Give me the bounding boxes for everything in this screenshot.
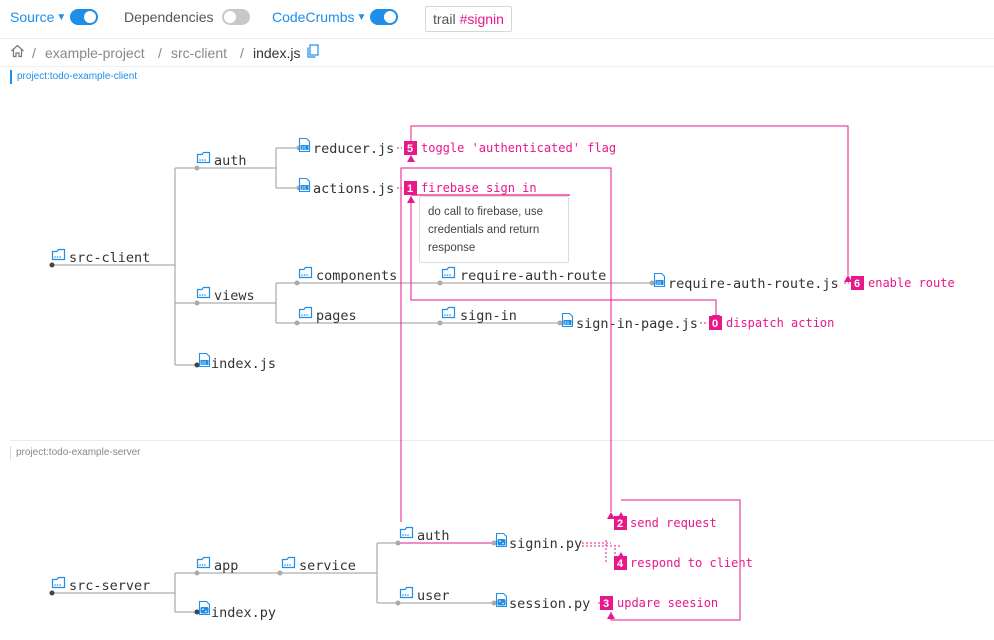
project-label-client: project:todo-example-client	[10, 70, 137, 84]
svg-text:send request: send request	[630, 516, 717, 530]
breadcrumb-folder[interactable]: src-client	[171, 45, 228, 61]
file-signin-py[interactable]: signin.py	[495, 532, 583, 553]
breadcrumb-project[interactable]: example-project	[45, 45, 145, 61]
codecrumb-flow-lines	[400, 125, 849, 621]
crumb-2[interactable]: 2 send request	[614, 516, 717, 530]
svg-text:components: components	[316, 268, 397, 284]
folder-require-auth-route[interactable]: require-auth-route	[441, 266, 607, 285]
folder-components[interactable]: components	[298, 266, 398, 285]
svg-text:service: service	[299, 558, 356, 574]
svg-text:src-client: src-client	[69, 250, 150, 266]
svg-text:index.py: index.py	[211, 605, 276, 621]
top-toolbar: Source ▼ Dependencies CodeCrumbs ▼ trail…	[0, 0, 994, 39]
folder-pages[interactable]: pages	[298, 306, 357, 325]
svg-text:3: 3	[603, 598, 609, 610]
copy-icon[interactable]	[307, 44, 319, 61]
breadcrumb-separator: /	[158, 45, 162, 61]
folder-src-client[interactable]: src-client	[51, 248, 151, 267]
note-line: do call to firebase, use	[428, 206, 544, 218]
folder-sign-in[interactable]: sign-in	[441, 306, 517, 325]
trail-tag[interactable]: #signin	[459, 11, 504, 27]
svg-text:require-auth-route: require-auth-route	[460, 268, 606, 284]
folder-views[interactable]: views	[196, 286, 255, 305]
codecrumbs-toggle[interactable]	[370, 9, 399, 25]
svg-text:updare seesion: updare seesion	[617, 596, 718, 610]
crumb-1[interactable]: 1 firebase sign in	[404, 181, 537, 195]
server-tree-lines	[52, 542, 494, 613]
dependencies-control[interactable]: Dependencies	[124, 9, 250, 25]
chevron-down-icon[interactable]: ▼	[56, 11, 67, 23]
svg-text:respond to client: respond to client	[630, 556, 753, 570]
file-require-auth-route-js[interactable]: require-auth-route.js	[653, 272, 839, 293]
svg-text:actions.js: actions.js	[313, 181, 394, 197]
svg-text:pages: pages	[316, 308, 357, 324]
svg-text:5: 5	[407, 143, 413, 155]
svg-text:app: app	[214, 558, 238, 574]
trail-selector[interactable]: trail#signin	[425, 6, 512, 32]
crumb-details-note: do call to firebase, use credentials and…	[419, 196, 569, 263]
folder-user[interactable]: user	[399, 586, 450, 605]
svg-text:2: 2	[617, 518, 623, 530]
svg-text:1: 1	[407, 183, 413, 195]
svg-text:user: user	[417, 588, 450, 604]
file-index-js[interactable]: index.js	[198, 352, 277, 373]
svg-text:index.js: index.js	[211, 356, 276, 372]
folder-service[interactable]: service	[281, 556, 356, 575]
crumb-3[interactable]: 3 updare seesion	[600, 596, 718, 610]
svg-text:toggle 'authenticated' flag: toggle 'authenticated' flag	[421, 141, 616, 155]
file-reducer-js[interactable]: reducer.js	[298, 137, 395, 158]
project-label-server: project:todo-example-server	[10, 446, 141, 460]
svg-text:auth: auth	[214, 153, 247, 169]
folder-app[interactable]: app	[196, 556, 239, 575]
project-divider	[10, 440, 994, 441]
file-session-py[interactable]: session.py	[495, 592, 591, 613]
svg-text:require-auth-route.js: require-auth-route.js	[668, 276, 839, 292]
crumb-6[interactable]: 6 enable route	[851, 276, 955, 290]
svg-text:dispatch action: dispatch action	[726, 316, 834, 330]
trail-label: trail	[433, 11, 456, 27]
breadcrumb-file[interactable]: index.js	[253, 45, 301, 61]
svg-text:firebase sign in: firebase sign in	[421, 181, 537, 195]
tree-node-dots	[49, 145, 655, 615]
svg-text:0: 0	[712, 318, 718, 330]
client-tree-lines	[52, 147, 652, 366]
file-index-py[interactable]: index.py	[198, 600, 277, 622]
crumb-4[interactable]: 4 respond to client	[614, 556, 753, 570]
note-line: credentials and return	[428, 224, 540, 236]
source-label[interactable]: Source	[10, 9, 55, 25]
breadcrumb-separator: /	[32, 45, 36, 61]
dependencies-toggle[interactable]	[221, 9, 250, 25]
svg-text:sign-in-page.js: sign-in-page.js	[576, 316, 698, 332]
codecrumbs-label[interactable]: CodeCrumbs	[272, 9, 355, 25]
svg-text:auth: auth	[417, 528, 450, 544]
source-control[interactable]: Source ▼	[10, 9, 99, 25]
svg-text:session.py: session.py	[509, 596, 590, 612]
folder-auth[interactable]: auth	[196, 151, 247, 170]
file-sign-in-page-js[interactable]: sign-in-page.js	[561, 312, 698, 333]
breadcrumb-separator: /	[240, 45, 244, 61]
svg-text:sign-in: sign-in	[460, 308, 517, 324]
dependencies-label[interactable]: Dependencies	[124, 9, 214, 25]
home-icon[interactable]	[10, 44, 25, 61]
note-line: response	[428, 242, 476, 254]
source-toggle[interactable]	[70, 9, 99, 25]
codecrumbs-control[interactable]: CodeCrumbs ▼	[272, 9, 399, 25]
chevron-down-icon[interactable]: ▼	[356, 11, 367, 23]
svg-text:views: views	[214, 288, 255, 304]
crumb-0[interactable]: 0 dispatch action	[709, 316, 834, 330]
crumb-5[interactable]: 5 toggle 'authenticated' flag	[404, 141, 616, 155]
svg-text:4: 4	[617, 558, 624, 570]
svg-text:reducer.js: reducer.js	[313, 141, 394, 157]
file-actions-js[interactable]: actions.js	[298, 177, 395, 198]
breadcrumb: / example-project / src-client / index.j…	[0, 40, 994, 67]
folder-server-auth[interactable]: auth	[399, 526, 450, 545]
svg-text:signin.py: signin.py	[509, 536, 582, 552]
svg-text:src-server: src-server	[69, 578, 150, 594]
svg-text:6: 6	[854, 278, 860, 290]
svg-text:enable route: enable route	[868, 276, 955, 290]
folder-src-server[interactable]: src-server	[51, 576, 151, 595]
